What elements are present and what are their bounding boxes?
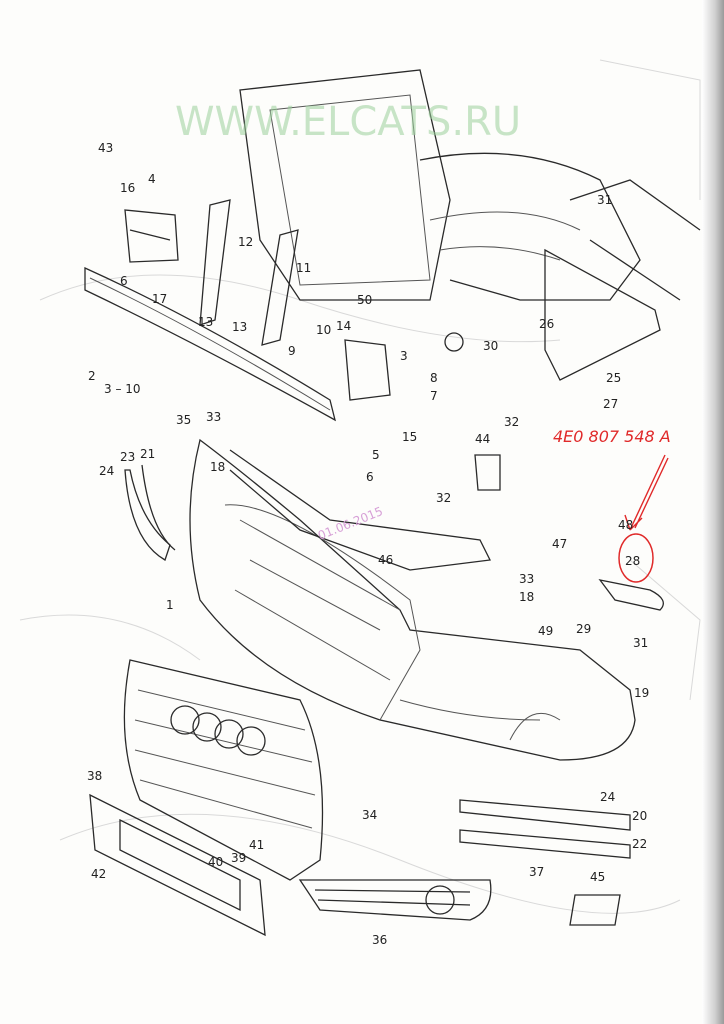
callout-26: 26 xyxy=(539,317,554,331)
callout-9: 9 xyxy=(288,344,296,358)
callout-5: 5 xyxy=(372,448,380,462)
callout-31: 31 xyxy=(633,636,648,650)
callout-28: 28 xyxy=(625,554,640,568)
callout-10: 10 xyxy=(316,323,331,337)
callout-2: 2 xyxy=(88,369,96,383)
callout-15: 15 xyxy=(402,430,417,444)
callout-24: 24 xyxy=(600,790,615,804)
license-plate-holder xyxy=(89,793,266,937)
callout-32: 32 xyxy=(504,415,519,429)
callout-18: 18 xyxy=(519,590,534,604)
callout-19: 19 xyxy=(634,686,649,700)
callout-47: 47 xyxy=(552,537,567,551)
fog-light-opening xyxy=(425,885,455,915)
radiator-grille xyxy=(123,659,324,881)
callout-50: 50 xyxy=(357,293,372,307)
callout-40: 40 xyxy=(208,855,223,869)
callout-6: 6 xyxy=(366,470,374,484)
annotation-arrow xyxy=(624,454,669,531)
callout-4: 4 xyxy=(148,172,156,186)
callout-17: 17 xyxy=(152,292,167,306)
callout-41: 41 xyxy=(249,838,264,852)
callout-44: 44 xyxy=(475,432,490,446)
callout-35: 35 xyxy=(176,413,191,427)
callout-14: 14 xyxy=(336,319,351,333)
scan-edge-shadow xyxy=(702,0,724,1024)
callout-18: 18 xyxy=(210,460,225,474)
callout-31: 31 xyxy=(597,193,612,207)
callout-34: 34 xyxy=(362,808,377,822)
callout-37: 37 xyxy=(529,865,544,879)
callout-25: 25 xyxy=(606,371,621,385)
watermark: WWW.ELCATS.RU xyxy=(175,99,521,145)
callout-11: 11 xyxy=(296,261,311,275)
callout-39: 39 xyxy=(231,851,246,865)
brackets xyxy=(124,199,661,491)
annotation-circle xyxy=(618,533,654,583)
impact-bar xyxy=(84,266,336,422)
callout-43: 43 xyxy=(98,141,113,155)
callout-13: 13 xyxy=(198,315,213,329)
callout-45: 45 xyxy=(590,870,605,884)
callout-24: 24 xyxy=(99,464,114,478)
callout-33: 33 xyxy=(206,410,221,424)
guide-bracket-28 xyxy=(598,579,664,611)
callout-6: 6 xyxy=(120,274,128,288)
callout-8: 8 xyxy=(430,371,438,385)
callout-21: 21 xyxy=(140,447,155,461)
bumper-cover xyxy=(189,438,636,761)
fog-light xyxy=(569,894,621,926)
callout-36: 36 xyxy=(372,933,387,947)
callout-22: 22 xyxy=(632,837,647,851)
callout-27: 27 xyxy=(603,397,618,411)
callout-38: 38 xyxy=(87,769,102,783)
side-trims xyxy=(124,464,631,859)
callout-23: 23 xyxy=(120,450,135,464)
callout-29: 29 xyxy=(576,622,591,636)
callout-7: 7 xyxy=(430,389,438,403)
handwritten-part-number: 4E0 807 548 A xyxy=(553,427,671,446)
callout-16: 16 xyxy=(120,181,135,195)
callout-48: 48 xyxy=(618,518,633,532)
callout-33: 33 xyxy=(519,572,534,586)
callout-32: 32 xyxy=(436,491,451,505)
radiator-frame xyxy=(239,69,701,301)
callout-12: 12 xyxy=(238,235,253,249)
callout-30: 30 xyxy=(483,339,498,353)
callout-1: 1 xyxy=(166,598,174,612)
callout-3: 3 xyxy=(400,349,408,363)
callout-13: 13 xyxy=(232,320,247,334)
lower-grille xyxy=(298,879,492,921)
callout-42: 42 xyxy=(91,867,106,881)
callout-46: 46 xyxy=(378,553,393,567)
watermark-date: 01.06.2015 xyxy=(316,504,385,543)
callout-20: 20 xyxy=(632,809,647,823)
callout-310: 3 – 10 xyxy=(104,382,141,396)
callout-49: 49 xyxy=(538,624,553,638)
